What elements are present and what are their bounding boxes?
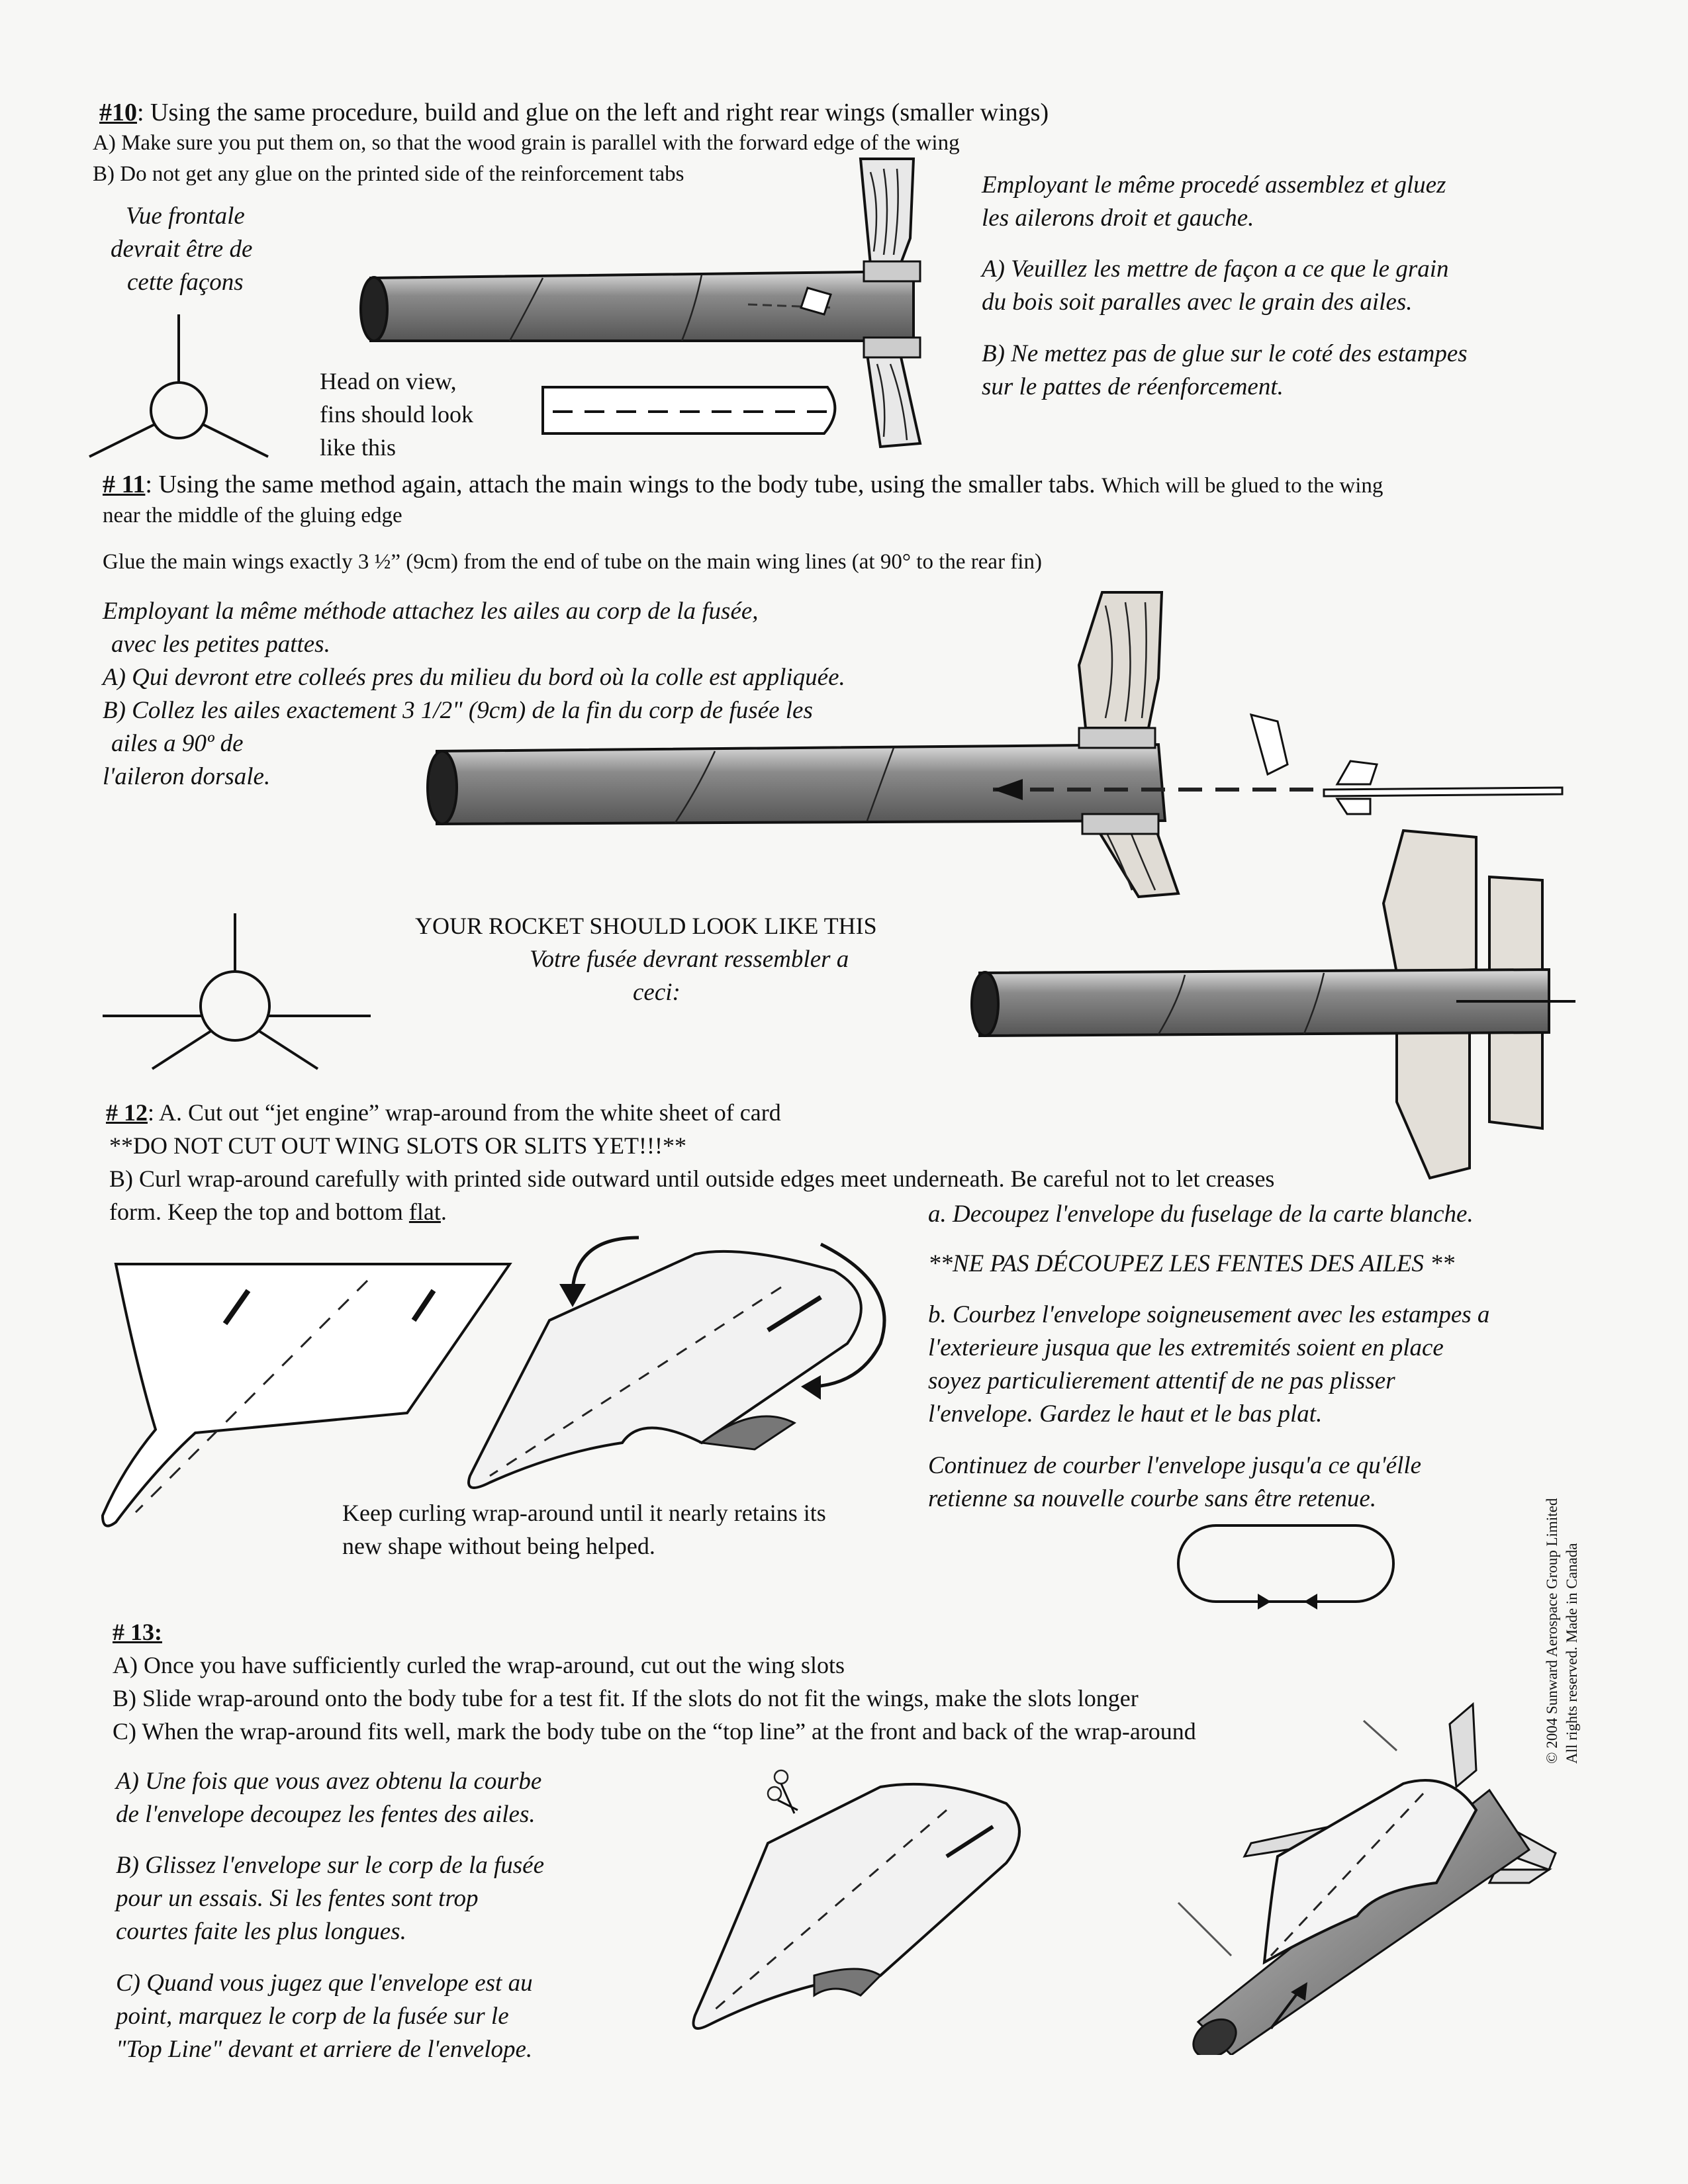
step13-fr-4: pour un essais. Si les fentes sont trop [116, 1885, 479, 1912]
step10-heading: #10: Using the same procedure, build and… [99, 98, 1049, 128]
step10-fr-2: les ailerons droit et gauche. [982, 205, 1254, 232]
step13-c: C) When the wrap-around fits well, mark … [113, 1718, 1196, 1745]
step10-fr-view-1: Vue frontale [126, 203, 245, 230]
step10-fr-view-2: devrait être de [111, 236, 253, 263]
step12-number: # 12 [106, 1099, 148, 1126]
step13-fr-8: "Top Line" devant et arriere de l'envelo… [116, 2036, 533, 2063]
copyright-line-2: All rights reserved. Made in Canada [1563, 1543, 1580, 1764]
step12-line3: B) Curl wrap-around carefully with print… [109, 1165, 1275, 1192]
step12-fr-6: l'envelope. Gardez le haut et le bas pla… [928, 1400, 1323, 1428]
step12-line4-c: . [440, 1199, 447, 1225]
step11-title: : Using the same method again, attach th… [145, 471, 1096, 498]
step12-line4-flat: flat [408, 1199, 441, 1225]
curl-loop-diagram [1177, 1524, 1395, 1610]
step10-head-on-2: fins should look [320, 401, 474, 428]
step11-fr-4: B) Collez les ailes exactement 3 1/2" (9… [103, 697, 813, 724]
step12-fr-2: **NE PAS DÉCOUPEZ LES FENTES DES AILES *… [928, 1250, 1455, 1277]
rear-fins-assembly-diagram [359, 158, 922, 449]
step12-fr-7: Continuez de courber l'envelope jusqu'a … [928, 1452, 1422, 1479]
step10-title: : Using the same procedure, build and gl… [137, 99, 1049, 126]
step10-fr-5: B) Ne mettez pas de glue sur le coté des… [982, 340, 1468, 367]
step13-fr-6: C) Quand vous jugez que l'envelope est a… [116, 1970, 533, 1997]
step12-fr-4: l'exterieure jusqua que les extremités s… [928, 1334, 1444, 1361]
step11-fr-1: Employant la même méthode attachez les a… [103, 598, 759, 625]
step12-fr-5: soyez particulierement attentif de ne pa… [928, 1367, 1395, 1394]
step10-number: #10 [99, 99, 137, 126]
step12-line4-a: form. Keep the top and bottom [109, 1199, 409, 1225]
step11-look-fr-1: Votre fusée devrant ressembler a [530, 946, 849, 973]
step11-look: YOUR ROCKET SHOULD LOOK LIKE THIS [415, 913, 877, 939]
step10-a: A) Make sure you put them on, so that th… [93, 131, 960, 155]
step10-fr-view-3: cette façons [127, 269, 244, 296]
step13-fr-2: de l'envelope decoupez les fentes des ai… [116, 1801, 536, 1828]
head-on-view-four-fins-diagram [103, 913, 371, 1070]
step10-fr-6: sur le pattes de réenforcement. [982, 373, 1284, 400]
step12-fr-8: retienne sa nouvelle courbe sans être re… [928, 1485, 1377, 1512]
step12-heading: # 12: A. Cut out “jet engine” wrap-aroun… [106, 1099, 781, 1126]
step12-keep-2: new shape without being helped. [342, 1533, 655, 1559]
finished-rocket-diagram [970, 829, 1575, 1180]
copyright-line-1: © 2004 Sunward Aerospace Group Limited [1544, 1498, 1560, 1764]
step11-fr-5: ailes a 90º de [111, 730, 244, 757]
step13-number: # 13: [113, 1619, 162, 1645]
step13-fr-5: courtes faite les plus longues. [116, 1918, 406, 1945]
cut-wing-slots-diagram [692, 1769, 1021, 2030]
step11-heading: # 11: Using the same method again, attac… [103, 470, 1383, 500]
head-on-view-three-fins-diagram [89, 314, 269, 458]
step10-fr-1: Employant le même procedé assemblez et g… [982, 171, 1446, 199]
copyright: © 2004 Sunward Aerospace Group Limited A… [1542, 1498, 1582, 1764]
step12-keep-1: Keep curling wrap-around until it nearly… [342, 1500, 826, 1526]
step13-fr-3: B) Glissez l'envelope sur le corp de la … [116, 1852, 545, 1879]
step10-fr-3: A) Veuillez les mettre de façon a ce que… [982, 255, 1449, 283]
step13-a: A) Once you have sufficiently curled the… [113, 1652, 845, 1678]
step11-line3: Glue the main wings exactly 3 ½” (9cm) f… [103, 550, 1042, 574]
step11-number: # 11 [103, 471, 146, 498]
step12-line1: : A. Cut out “jet engine” wrap-around fr… [148, 1099, 781, 1126]
step12-line2: **DO NOT CUT OUT WING SLOTS OR SLITS YET… [109, 1132, 686, 1159]
step13-fr-1: A) Une fois que vous avez obtenu la cour… [116, 1768, 542, 1795]
step11-fr-2: avec les petites pattes. [111, 631, 330, 658]
flat-wrap-around-diagram [101, 1263, 512, 1527]
step11-fr-3: A) Qui devront etre colleés pres du mili… [103, 664, 845, 691]
step11-fr-6: l'aileron dorsale. [103, 763, 271, 790]
step11-title-continued: Which will be glued to the wing [1102, 474, 1383, 498]
main-wings-assembly-diagram [426, 591, 1564, 899]
step10-fr-4: du bois soit paralles avec le grain des … [982, 289, 1413, 316]
step10-b: B) Do not get any glue on the printed si… [93, 162, 684, 186]
test-fit-wrap-around-diagram [1177, 1702, 1557, 2055]
step10-head-on-3: like this [320, 434, 396, 461]
step13-b: B) Slide wrap-around onto the body tube … [113, 1685, 1139, 1711]
step12-fr-3: b. Courbez l'envelope soigneusement avec… [928, 1301, 1490, 1328]
step10-head-on-1: Head on view, [320, 368, 457, 394]
step12-line4: form. Keep the top and bottom flat. [109, 1198, 447, 1226]
step13-fr-7: point, marquez le corp de la fusée sur l… [116, 2003, 509, 2030]
step11-look-fr-2: ceci: [633, 979, 680, 1006]
step12-fr-1: a. Decoupez l'envelope du fuselage de la… [928, 1201, 1474, 1228]
step11-line2: near the middle of the gluing edge [103, 504, 402, 527]
curling-wrap-around-diagram [467, 1236, 886, 1489]
